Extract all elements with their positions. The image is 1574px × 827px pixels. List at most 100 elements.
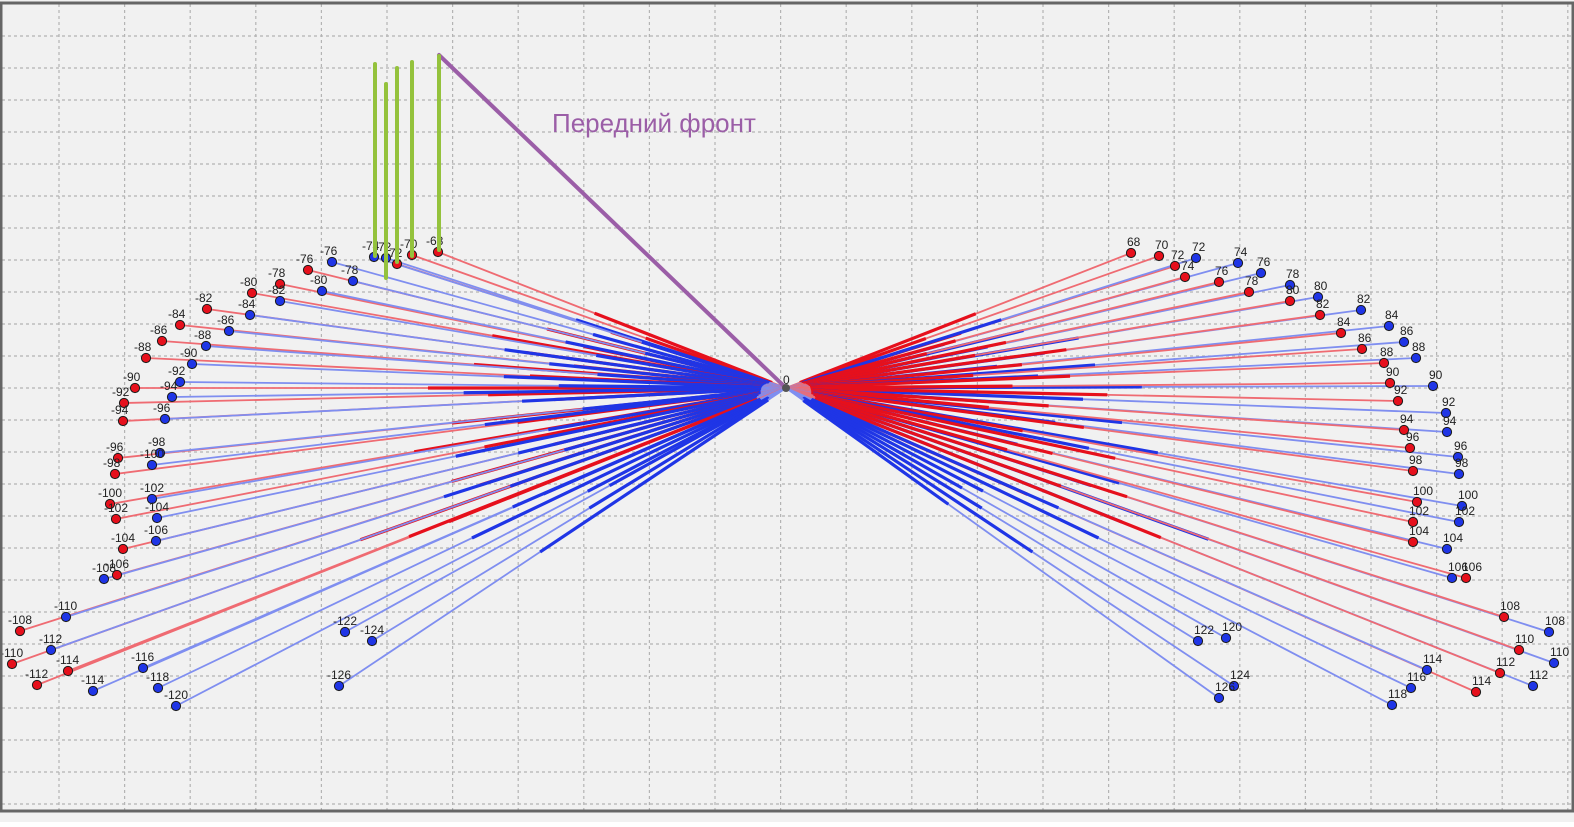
marker-label: -114 (81, 673, 104, 687)
marker-point (117, 543, 129, 555)
marker-label: 96 (1406, 430, 1420, 444)
ray-segment (471, 398, 762, 540)
ray-segment (810, 386, 1108, 397)
ray-segment (810, 397, 1060, 510)
marker-label: -92 (168, 364, 186, 378)
marker-point (1407, 516, 1419, 528)
marker-label: -126 (327, 668, 351, 682)
marker-point (366, 635, 378, 647)
marker-label: -78 (268, 266, 286, 280)
marker-point (200, 340, 212, 352)
marker-point (140, 352, 152, 364)
marker-label: -98 (103, 456, 121, 470)
ray-segment (809, 399, 984, 493)
marker-point (1314, 309, 1326, 321)
marker-point (1427, 380, 1439, 392)
center-point (782, 384, 790, 392)
ray-segment (512, 397, 761, 509)
ray-segment (802, 399, 950, 506)
marker-point (1527, 680, 1539, 692)
marker-label: -86 (217, 313, 235, 327)
marker-point (1386, 699, 1398, 711)
marker-point (1125, 247, 1137, 259)
marker-label: -104 (145, 500, 169, 514)
marker-point (1213, 276, 1225, 288)
marker-point (6, 658, 18, 670)
ray-segment (812, 394, 1008, 452)
marker-label: 102 (1455, 504, 1475, 518)
marker-point (1453, 468, 1465, 480)
ray-segment (810, 388, 989, 410)
marker-label: 90 (1386, 365, 1400, 379)
marker-point (274, 295, 286, 307)
marker-point (1335, 327, 1347, 339)
ray-segment (813, 397, 1162, 540)
marker-label: 126 (1215, 680, 1235, 694)
ray-segment (802, 396, 963, 490)
marker-label: -112 (25, 667, 48, 681)
marker-label: -94 (111, 403, 129, 417)
marker-point (1446, 572, 1458, 584)
marker-point (1284, 295, 1296, 307)
ray-segment (463, 386, 762, 395)
marker-label: -110 (54, 599, 77, 613)
marker-point (186, 358, 198, 370)
marker-point (1232, 257, 1244, 269)
marker-point (326, 256, 338, 268)
marker-point (166, 391, 178, 403)
marker-label: -118 (146, 670, 169, 684)
ray-segment (521, 387, 762, 403)
marker-label: -78 (341, 263, 359, 277)
marker-label: 98 (1455, 456, 1469, 470)
marker-point (104, 498, 116, 510)
marker-point (1153, 250, 1165, 262)
grid (2, 4, 1572, 810)
marker-point (1213, 692, 1225, 704)
marker-point (146, 493, 158, 505)
marker-point (170, 700, 182, 712)
marker-point (201, 303, 213, 315)
marker-point (223, 325, 235, 337)
marker-point (45, 644, 57, 656)
marker-point (1404, 442, 1416, 454)
marker-point (1190, 252, 1202, 264)
marker-label: -122 (333, 614, 357, 628)
marker-label: 104 (1443, 531, 1463, 545)
marker-label: -100 (140, 447, 164, 461)
marker-point (159, 413, 171, 425)
marker-label: 90 (1429, 368, 1443, 382)
marker-label: 92 (1442, 395, 1456, 409)
marker-point (1312, 291, 1324, 303)
marker-point (246, 287, 258, 299)
marker-point (244, 309, 256, 321)
marker-point (1456, 500, 1468, 512)
marker-point (62, 665, 74, 677)
marker-point (1398, 336, 1410, 348)
ray-segment (810, 388, 1049, 408)
ray-lines (11, 251, 1555, 707)
marker-label: -100 (98, 486, 122, 500)
marker-label: -112 (39, 632, 62, 646)
marker-point (1407, 465, 1419, 477)
marker-label: -102 (104, 501, 128, 515)
ray-segment (509, 396, 758, 488)
marker-point (339, 626, 351, 638)
marker-label: 70 (1155, 238, 1169, 252)
marker-label: -98 (148, 435, 166, 449)
marker-point (1243, 286, 1255, 298)
ray-segment (810, 391, 1116, 460)
marker-point (1440, 407, 1452, 419)
marker-point (1411, 496, 1423, 508)
ray-segment (810, 389, 1085, 430)
ray-segment (608, 396, 770, 488)
marker-point (117, 415, 129, 427)
marker-point (60, 611, 72, 623)
marker-label: 68 (1127, 235, 1141, 249)
marker-label: -82 (195, 291, 213, 305)
marker-label: 108 (1500, 599, 1520, 613)
marker-point (98, 573, 110, 585)
marker-point (14, 625, 26, 637)
marker-label: 108 (1545, 614, 1565, 628)
